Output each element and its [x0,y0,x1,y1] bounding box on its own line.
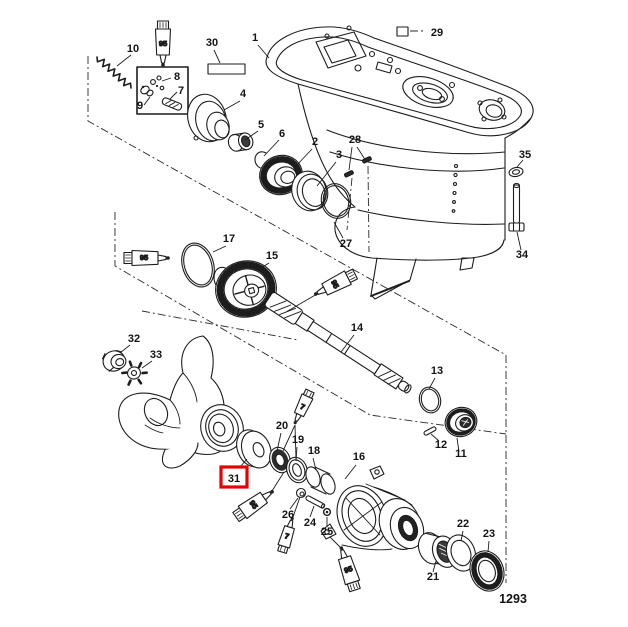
callout-31-label[interactable]: 31 [228,473,240,485]
callout-33-label[interactable]: 33 [150,349,162,361]
thrust-washer-drawing [236,429,272,469]
callout-6-label[interactable]: 6 [279,128,285,140]
nut-25-drawing [322,507,332,517]
needle-bearing-drawing [227,132,254,152]
lubricant-tube-95-bottom-right: 95 [333,543,363,593]
propeller-shaft-drawing [264,291,412,394]
leader-lines [116,44,524,573]
callout-28-label[interactable]: 28 [349,134,361,146]
lubricant-tube-95-top: 95 [154,20,172,68]
callout-35-label[interactable]: 35 [519,149,531,161]
bushing-drawing [305,466,336,495]
spring-drawing [96,56,132,89]
callout-1-label[interactable]: 1 [252,32,258,44]
lubricant-tube-95-bottom-left: 95 [231,484,279,524]
lubricant-tube-95-left: 95 [123,249,171,267]
tube-95-label: 95 [159,39,167,48]
selected-part-callout[interactable]: 31 [219,465,249,489]
callout-4-label[interactable]: 4 [240,88,247,100]
spline-coupler-drawing [444,406,478,438]
callout-26-label[interactable]: 26 [282,509,294,521]
sealant-tube-7-bottom: 7 [275,514,299,555]
oil-seal-19-drawing [286,456,308,484]
callout-22-label[interactable]: 22 [457,518,469,530]
tube-95-label: 95 [140,253,148,262]
propeller-nut-drawing [102,349,127,372]
tube-95-label: 95 [343,564,354,575]
callout-11-label[interactable]: 11 [455,448,467,460]
callout-20-label[interactable]: 20 [276,420,288,432]
figure-number: 1293 [499,592,527,606]
forward-gear-drawing [213,260,277,318]
stud-bolt-drawing [508,182,525,232]
callout-29-label[interactable]: 29 [431,27,443,39]
gear-housing-drawing [265,25,534,300]
propeller-drawing [118,335,244,469]
callout-34-label[interactable]: 34 [516,249,529,261]
tube-7-label: 7 [284,531,291,541]
callout-5-label[interactable]: 5 [258,119,264,131]
lubricant-tube-95-mid: 95 [310,266,359,303]
callout-23-label[interactable]: 23 [483,528,495,540]
callout-27-label[interactable]: 27 [340,238,352,250]
pin-24-drawing [305,495,326,509]
decal-rectangle [207,63,246,75]
flat-washer-drawing [508,166,524,178]
callout-9-label[interactable]: 9 [137,100,143,112]
callout-12-label[interactable]: 12 [435,439,447,451]
washer-22-drawing [445,534,477,572]
shear-pin-drawing [423,426,437,436]
bearing-carrier-drawing [320,465,425,551]
tube-7-label: 7 [299,402,307,412]
callout-7-label[interactable]: 7 [178,85,184,97]
callout-19-label[interactable]: 19 [292,434,304,446]
callout-10-label[interactable]: 10 [127,43,139,55]
tab-washer-drawing [120,360,148,386]
callout-30-label[interactable]: 30 [206,37,218,49]
callout-24-label[interactable]: 24 [304,517,317,529]
callout-15-label[interactable]: 15 [266,250,278,262]
oil-seal-20-drawing [269,446,291,474]
thrust-bearing-drawing [469,550,505,592]
o-ring-27-drawing [320,183,352,219]
callout-16-label[interactable]: 16 [353,451,365,463]
callout-32-label[interactable]: 32 [128,333,140,345]
callout-14-label[interactable]: 14 [351,322,364,334]
callout-18-label[interactable]: 18 [308,445,320,457]
callout-25-label[interactable]: 25 [321,526,333,538]
roller-bearing-drawing [259,154,303,196]
locknut-drawing [295,487,307,499]
selected-part-highlight-box[interactable] [219,465,249,489]
callout-13-label[interactable]: 13 [431,365,443,377]
construction-lines [87,30,507,583]
o-ring-13-drawing [418,386,442,414]
vent-screw-kit-box [136,66,189,115]
callout-8-label[interactable]: 8 [174,71,180,83]
callout-3-label[interactable]: 3 [336,149,342,161]
dowel-pins-drawing [344,156,372,178]
callout-21-label[interactable]: 21 [427,571,439,583]
anode-plate-square [396,26,409,37]
oil-seal-carrier-drawing [187,93,230,143]
o-ring-17-drawing [181,242,215,288]
callout-17-label[interactable]: 17 [223,233,235,245]
sealant-tube-7-upper: 7 [288,387,316,428]
callout-2-label[interactable]: 2 [312,136,318,148]
bearing-race-drawing [291,170,329,212]
